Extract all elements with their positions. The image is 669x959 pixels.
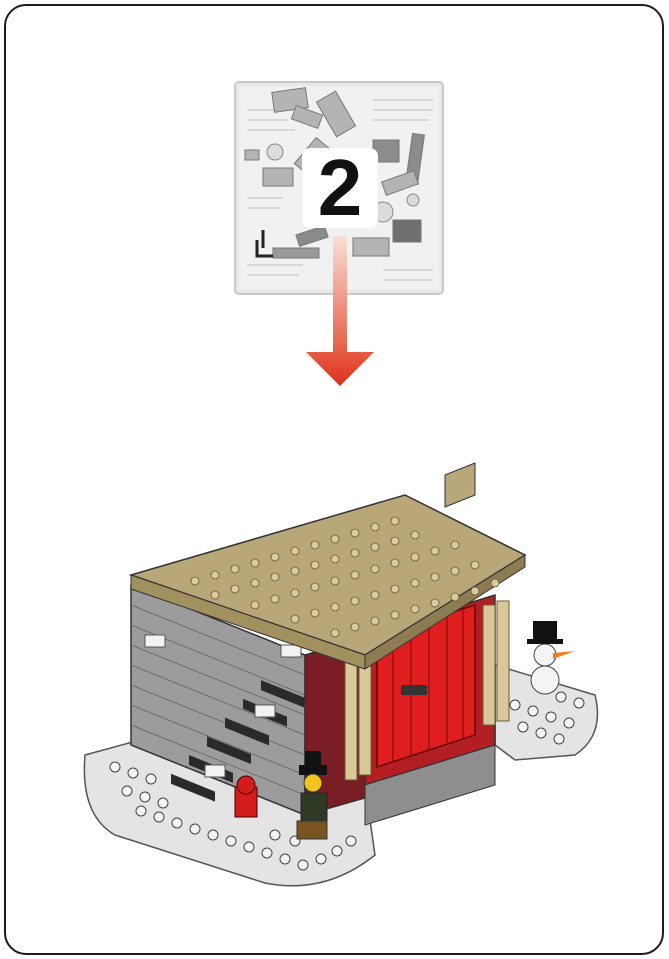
bag-number-label: 2 bbox=[302, 148, 378, 228]
lego-model-image bbox=[75, 455, 605, 895]
down-arrow-icon bbox=[300, 236, 380, 388]
